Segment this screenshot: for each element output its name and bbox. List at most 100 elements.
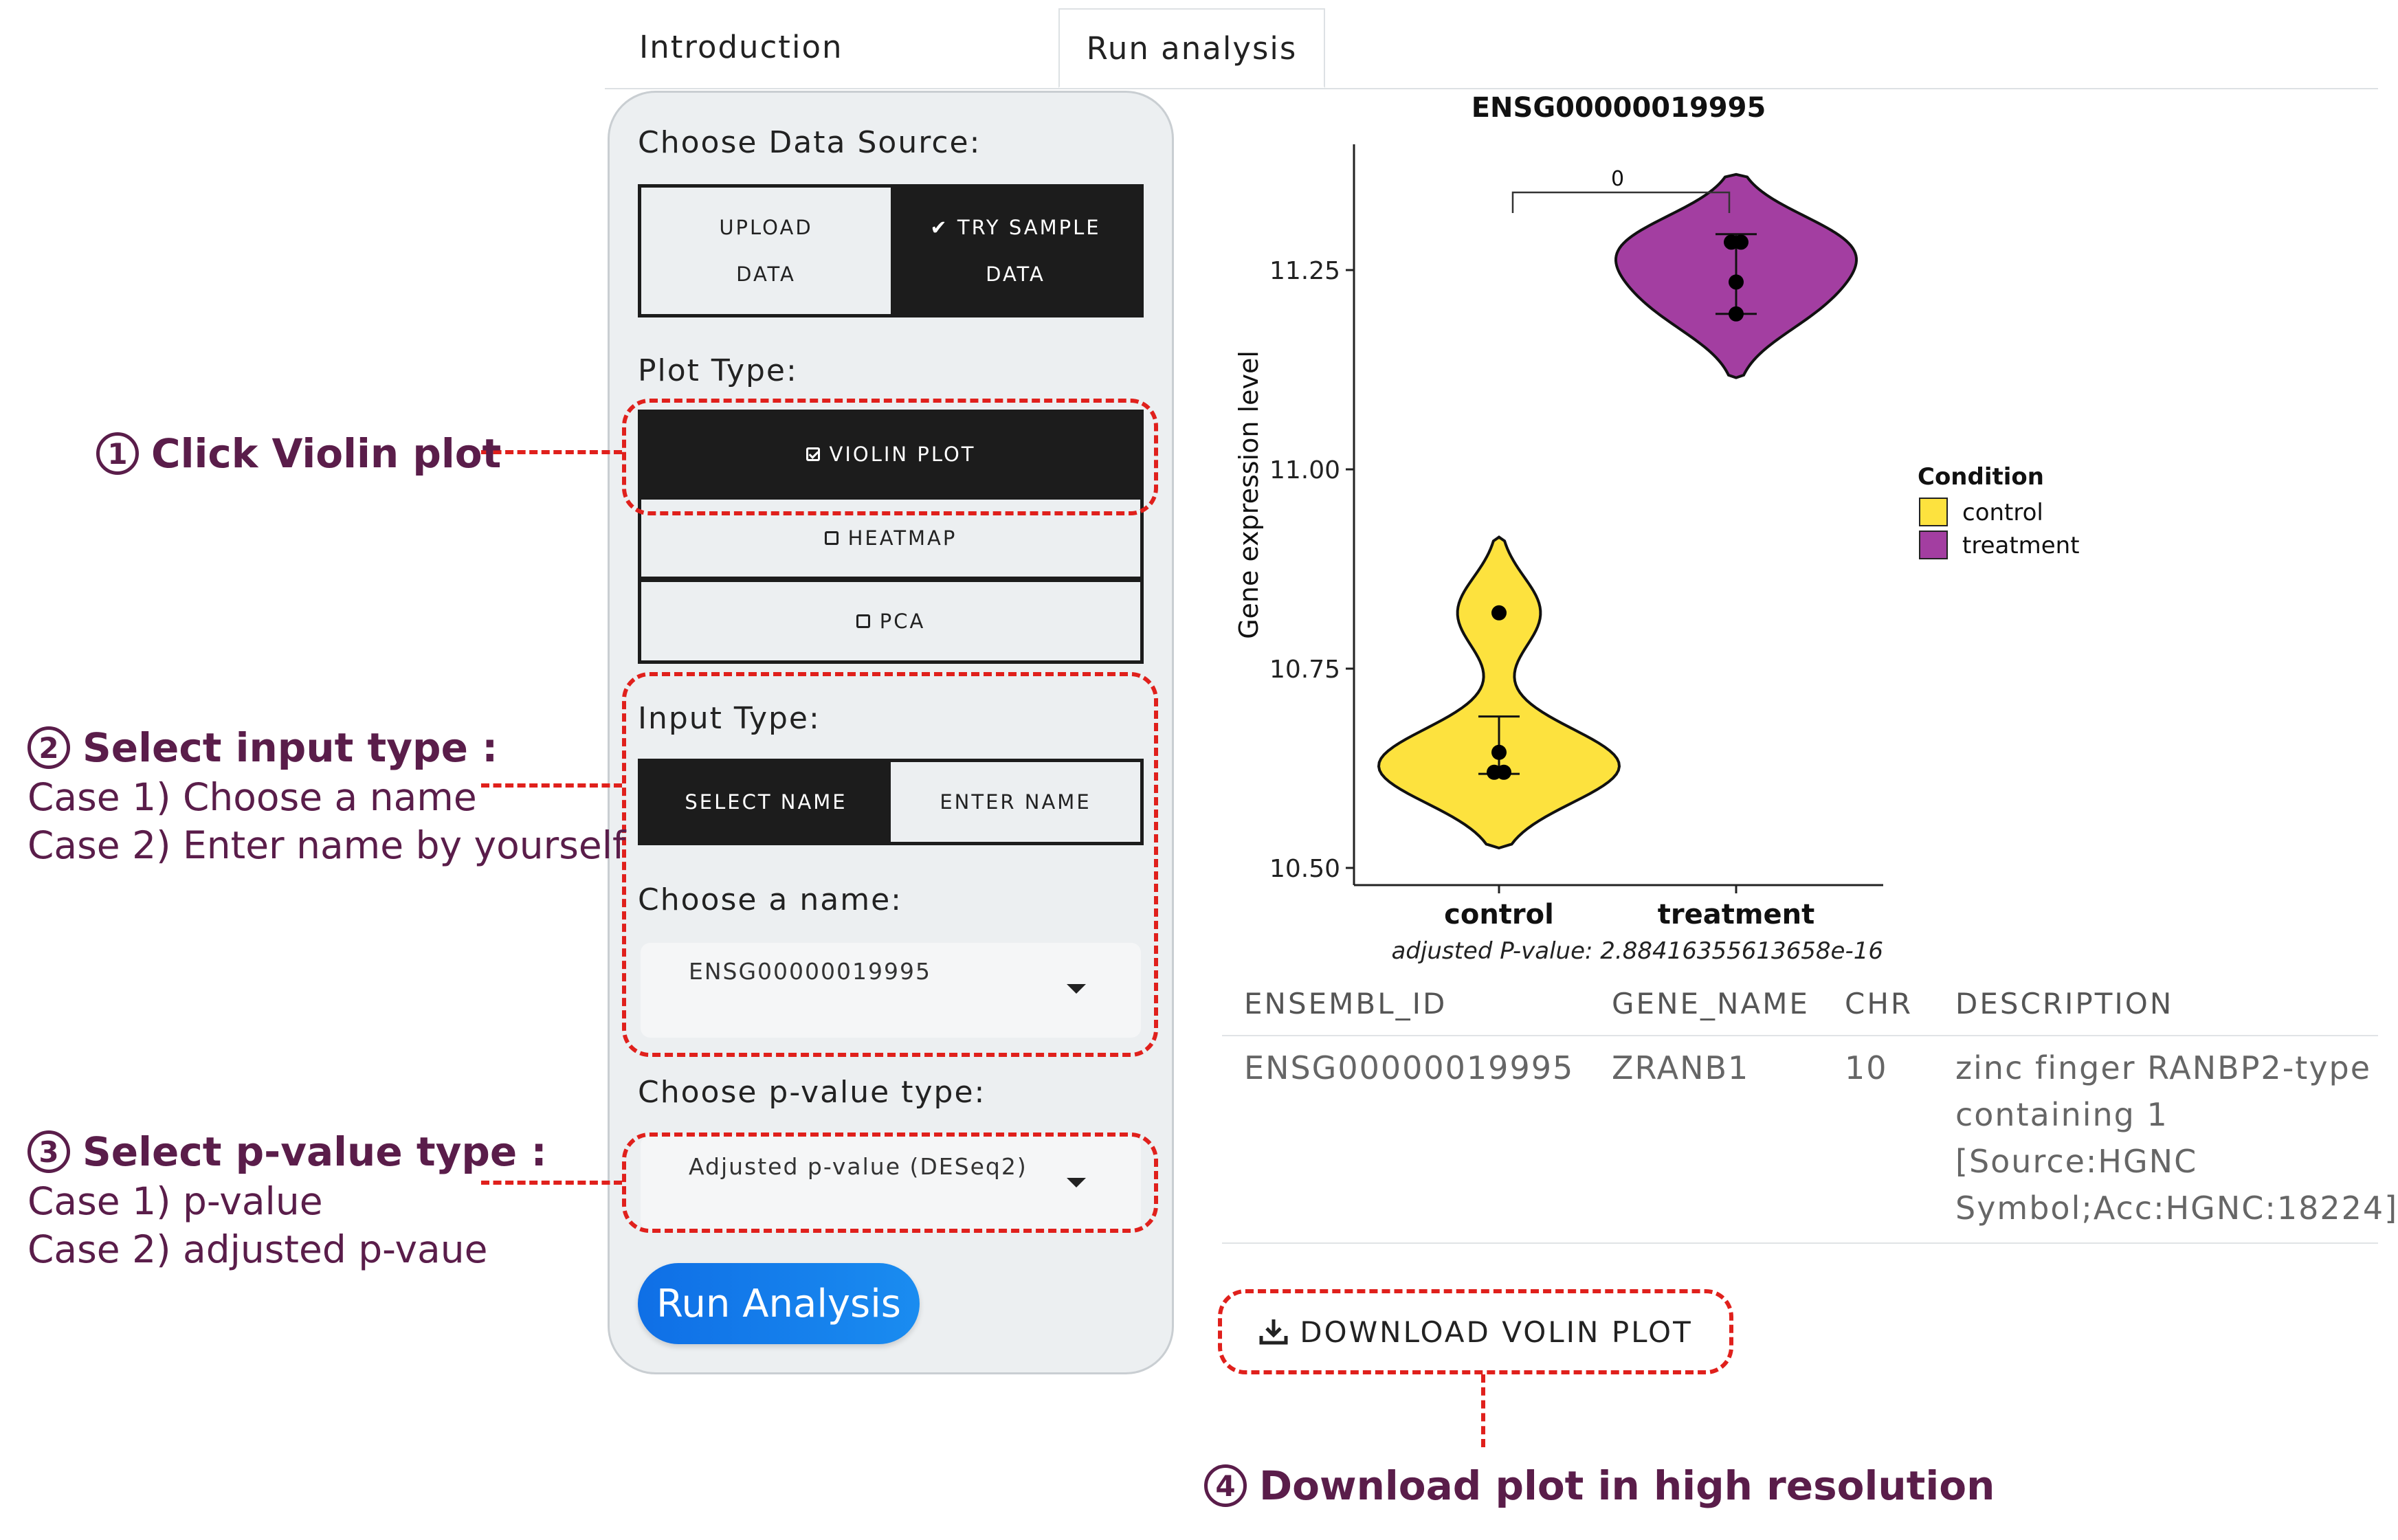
step2-number: 2 [27,726,70,769]
try-sample-line1: ✔ TRY SAMPLE [930,204,1100,251]
y-tick-label: 11.25 [1269,257,1340,285]
step3-case1: Case 1) p-value [27,1179,323,1223]
annotation-line-4 [1481,1374,1485,1447]
data-point-treatment [1729,274,1744,290]
annotation-box-pvalue [622,1132,1158,1233]
violin-control [1377,535,1621,850]
data-point-control [1491,744,1507,760]
pvalue-select-value: Adjusted p-value (DESeq2) [689,1153,1028,1180]
y-tick-label: 10.50 [1269,855,1340,883]
chart-title: ENSG00000019995 [1472,92,1766,124]
step2-case2: Case 2) Enter name by yourself [27,823,626,867]
description-line4: Symbol;Acc:HGNC:18224] [1955,1190,2398,1227]
annotation-line-1 [481,450,622,454]
tab-introduction[interactable]: Introduction [639,29,843,65]
run-analysis-button[interactable]: Run Analysis [638,1263,920,1344]
download-violin-plot-button[interactable]: DOWNLOAD VOLIN PLOT [1218,1289,1733,1374]
upload-data-line2: DATA [736,263,796,286]
pvalue-type-label: Choose p-value type: [638,1075,986,1110]
try-sample-line1-text: TRY SAMPLE [957,216,1101,239]
data-source-toggle: UPLOAD DATA ✔ TRY SAMPLE DATA [638,184,1144,317]
step1-number: 1 [96,432,139,475]
legend-label-treatment: treatment [1962,532,2080,559]
violin-chart: ENSG0000001999510.5010.7511.0011.25Gene … [1234,92,2080,965]
description-line1: zinc finger RANBP2-type [1955,1049,2372,1086]
chart-caption: adjusted P-value: 2.88416355613658e-16 [1391,937,1883,965]
run-analysis-label: Run Analysis [656,1281,901,1326]
annotation-line-2 [481,783,622,788]
cell-ensembl-id: ENSG00000019995 [1244,1049,1575,1086]
step2-case1: Case 1) Choose a name [27,775,477,819]
cell-description: zinc finger RANBP2-type containing 1 [So… [1955,1045,2398,1231]
annotation-step2: 2 Select input type : [27,724,498,771]
step4-number: 4 [1204,1464,1247,1507]
annotation-line-3 [481,1181,622,1185]
table-bottom-divider [1222,1242,2378,1244]
col-header-description: DESCRIPTION [1955,987,2174,1020]
enter-name-label: ENTER NAME [940,790,1091,814]
violin-plot-label: VIOLIN PLOT [829,443,976,466]
heatmap-label: HEATMAP [847,526,957,550]
annotation-box-violin [622,399,1158,515]
cell-chr: 10 [1845,1049,1888,1086]
upload-data-option[interactable]: UPLOAD DATA [641,188,891,314]
upload-data-line1: UPLOAD [719,216,813,239]
data-point-control [1491,605,1507,621]
checkbox-icon [824,531,839,545]
significance-label: 0 [1611,167,1624,191]
pvalue-select[interactable]: Adjusted p-value (DESeq2) [641,1135,1141,1230]
pca-button[interactable]: PCA [638,579,1144,664]
y-axis-label: Gene expression level [1234,350,1264,639]
tab-bar-divider [605,88,2378,89]
data-point-treatment [1729,306,1744,322]
try-sample-data-option[interactable]: ✔ TRY SAMPLE DATA [891,188,1140,314]
input-type-toggle: SELECT NAME ENTER NAME [638,759,1144,845]
caret-down-icon [1067,1178,1086,1187]
legend-swatch-treatment [1919,531,1948,559]
data-source-label: Choose Data Source: [638,125,981,160]
checkbox-icon [856,614,870,628]
description-line2: containing 1 [1955,1096,2168,1133]
cell-gene-name: ZRANB1 [1612,1049,1750,1086]
x-tick-label-control: control [1444,899,1554,930]
step3-number: 3 [27,1130,70,1173]
y-tick-label: 10.75 [1269,656,1340,684]
significance-bracket [1511,191,1731,213]
legend-label-control: control [1962,499,2043,526]
try-sample-line2: DATA [986,263,1045,286]
check-icon: ✔ [930,216,949,239]
data-point-control [1496,764,1511,780]
pca-label: PCA [879,610,926,633]
step3-title: Select p-value type : [82,1128,547,1175]
data-point-treatment [1733,234,1748,250]
col-header-gene-name: GENE_NAME [1612,987,1810,1020]
caret-down-icon [1067,984,1086,994]
name-select-value: ENSG00000019995 [689,958,932,985]
choose-name-label: Choose a name: [638,882,902,917]
step1-title: Click Violin plot [151,430,502,477]
step2-title: Select input type : [82,724,498,771]
enter-name-option[interactable]: ENTER NAME [891,762,1140,842]
heatmap-button[interactable]: HEATMAP [638,496,1144,580]
step3-case2: Case 2) adjusted p-vaue [27,1227,488,1271]
legend-swatch-control [1919,498,1948,526]
checkbox-checked-icon [806,447,820,461]
annotation-step1: 1 Click Violin plot [96,430,501,477]
x-tick-label-treatment: treatment [1658,899,1815,930]
input-type-label: Input Type: [638,701,821,736]
annotation-box-download [1218,1289,1733,1374]
col-header-chr: CHR [1845,987,1913,1020]
annotation-step3: 3 Select p-value type : [27,1128,547,1175]
download-label: DOWNLOAD VOLIN PLOT [1300,1315,1693,1349]
col-header-ensembl-id: ENSEMBL_ID [1244,987,1447,1020]
table-header-divider [1222,1035,2378,1036]
select-name-option[interactable]: SELECT NAME [641,762,891,842]
download-icon [1259,1319,1288,1345]
annotation-step4: 4 Download plot in high resolution [1204,1462,1995,1509]
name-select[interactable]: ENSG00000019995 [641,943,1141,1038]
description-line3: [Source:HGNC [1955,1143,2198,1180]
step4-title: Download plot in high resolution [1259,1462,1995,1509]
tab-run-analysis[interactable]: Run analysis [1058,8,1325,88]
select-name-label: SELECT NAME [685,790,847,814]
tab-run-analysis-label: Run analysis [1086,30,1298,67]
